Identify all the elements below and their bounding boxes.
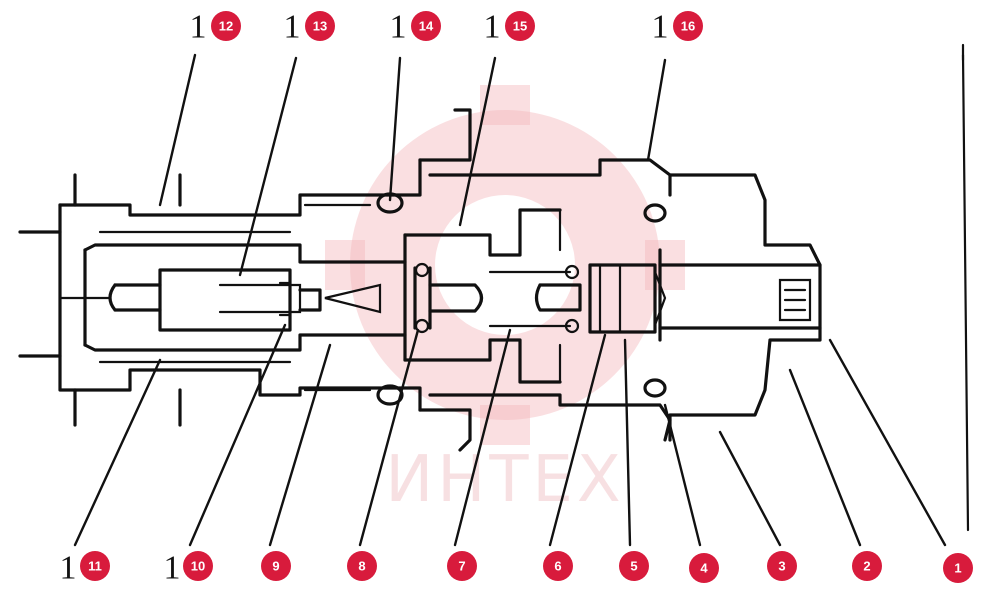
callout-original-text: 1 <box>484 9 501 46</box>
callout-13: 1 13 <box>284 9 335 46</box>
bottom-leader-lines <box>73 323 947 547</box>
callout-badge: 8 <box>347 551 377 581</box>
callout-badge: 16 <box>673 11 703 41</box>
svg-text:14: 14 <box>419 19 434 34</box>
svg-text:9: 9 <box>272 559 279 574</box>
svg-text:15: 15 <box>513 19 527 34</box>
frame-edge-right <box>961 53 970 532</box>
svg-text:12: 12 <box>219 19 233 34</box>
callout-11: 1 11 <box>60 550 110 587</box>
callout-badge: 13 <box>305 11 335 41</box>
callout-badge: 5 <box>619 551 649 581</box>
svg-text:13: 13 <box>313 19 327 34</box>
callout-14: 1 14 <box>390 9 441 46</box>
svg-text:16: 16 <box>681 19 695 34</box>
svg-text:11: 11 <box>88 559 102 574</box>
callout-badge: 12 <box>211 11 241 41</box>
callout-15: 1 15 <box>484 9 535 46</box>
callout-badge: 10 <box>183 551 213 581</box>
svg-text:5: 5 <box>630 559 637 574</box>
svg-text:3: 3 <box>778 559 785 574</box>
callout-7: 7 <box>447 551 477 581</box>
housing-right <box>558 173 822 442</box>
callout-original-text: 1 <box>284 9 301 46</box>
callout-16: 1 16 <box>652 9 703 46</box>
svg-text:10: 10 <box>191 559 205 574</box>
svg-text:2: 2 <box>863 559 870 574</box>
callout-6: 6 <box>543 551 573 581</box>
svg-text:8: 8 <box>358 559 365 574</box>
svg-text:4: 4 <box>700 561 708 576</box>
callout-badge: 4 <box>689 553 719 583</box>
callout-original-text: 1 <box>652 9 669 46</box>
watermark-text: ИНТЕХ <box>385 443 624 517</box>
callout-badge: 7 <box>447 551 477 581</box>
svg-text:6: 6 <box>554 559 561 574</box>
callout-badge: 3 <box>767 551 797 581</box>
callout-8: 8 <box>347 551 377 581</box>
callout-original-text: 1 <box>190 9 207 46</box>
callout-1: 1 <box>943 553 973 583</box>
callout-badge: 11 <box>80 551 110 581</box>
callout-badge: 15 <box>505 11 535 41</box>
callout-5: 5 <box>619 551 649 581</box>
callout-12: 1 12 <box>190 9 241 46</box>
callout-9: 9 <box>261 551 291 581</box>
callout-original-text: 1 <box>60 550 77 587</box>
callout-2: 2 <box>852 551 882 581</box>
callout-badge: 14 <box>411 11 441 41</box>
callout-badge: 6 <box>543 551 573 581</box>
left-stub-lines <box>18 230 112 358</box>
callout-badge: 1 <box>943 553 973 583</box>
callout-badge: 2 <box>852 551 882 581</box>
svg-text:1: 1 <box>954 561 961 576</box>
callout-3: 3 <box>767 551 797 581</box>
callout-badge: 9 <box>261 551 291 581</box>
svg-text:7: 7 <box>458 559 465 574</box>
main-poppet <box>413 262 572 334</box>
callout-10: 1 10 <box>164 550 213 587</box>
piston-seat <box>534 263 667 334</box>
callout-4: 4 <box>689 553 719 583</box>
callout-original-text: 1 <box>164 550 181 587</box>
pilot-spool <box>108 268 382 332</box>
callout-original-text: 1 <box>390 9 407 46</box>
housing-left <box>58 158 422 427</box>
top-leader-lines <box>158 53 667 277</box>
